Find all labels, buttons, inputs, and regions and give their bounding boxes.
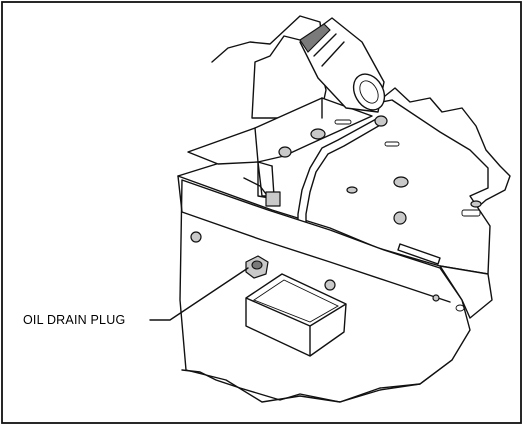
deck-slot-1 <box>334 119 352 125</box>
bracket-bolt-1 <box>278 146 292 158</box>
crankcase-bolt-1 <box>190 231 202 243</box>
hose-fitting-top <box>374 115 388 127</box>
filter-cap-inner <box>359 80 379 104</box>
drain-pan <box>245 273 347 357</box>
deck-bolt-4 <box>470 200 482 208</box>
bracket-bolt-2 <box>310 128 326 140</box>
side-plate-hole <box>455 304 465 312</box>
oil-drain-plug <box>245 255 269 279</box>
callout-leader-line <box>149 267 249 321</box>
deck-slot-2 <box>384 141 400 147</box>
crankcase-top-edge <box>177 175 451 303</box>
upper-cutaway-outline <box>211 15 511 223</box>
crankcase-bolt-3 <box>432 294 440 302</box>
deck-bolt-3 <box>346 186 358 194</box>
bracket-fitting <box>265 191 281 207</box>
filter-collar <box>299 23 331 53</box>
deck-bolt-1 <box>393 176 409 188</box>
side-plate <box>439 265 493 319</box>
lower-cutaway-outline <box>181 359 453 403</box>
deck-slot-3 <box>461 209 481 217</box>
callout-label-oil-drain-plug: OIL DRAIN PLUG <box>23 313 126 327</box>
crankcase-bolt-2 <box>324 279 336 291</box>
dipstick-tube <box>397 243 441 265</box>
deck-bolt-2 <box>393 211 407 225</box>
mounting-bracket <box>187 97 373 165</box>
